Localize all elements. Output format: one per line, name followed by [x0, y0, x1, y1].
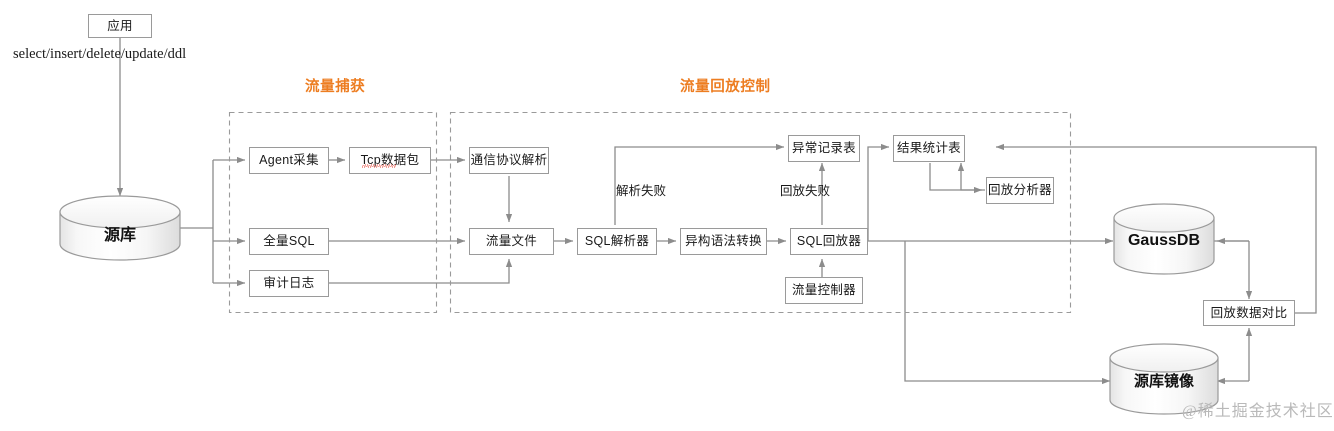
region-capture-outline	[228, 111, 438, 314]
datastore-gaussdb[interactable]: GaussDB	[1114, 218, 1214, 264]
node-audit-log[interactable]: 审计日志	[249, 270, 329, 297]
edge-label-replay-fail: 回放失败	[780, 184, 831, 198]
datastore-source-db-mirror[interactable]: 源库镜像	[1110, 358, 1218, 404]
source-db-mirror-shape	[1109, 343, 1219, 415]
node-sql-replayer[interactable]: SQL回放器	[790, 228, 868, 255]
node-syntax-convert[interactable]: 异构语法转换	[680, 228, 767, 255]
node-sql-parser[interactable]: SQL解析器	[577, 228, 657, 255]
node-app[interactable]: 应用	[88, 14, 152, 38]
node-replay-data-diff[interactable]: 回放数据对比	[1203, 300, 1295, 326]
region-replay-outline	[449, 111, 1072, 314]
node-exception-table[interactable]: 异常记录表	[788, 135, 860, 162]
node-tcp-packet-label: Tcp数据包	[360, 153, 420, 168]
node-agent-collect[interactable]: Agent采集	[249, 147, 329, 174]
source-db-shape	[59, 195, 181, 261]
node-replay-analyzer[interactable]: 回放分析器	[986, 177, 1054, 204]
node-traffic-file[interactable]: 流量文件	[469, 228, 554, 255]
node-protocol-parse[interactable]: 通信协议解析	[469, 147, 549, 174]
datastore-source-db[interactable]: 源库	[60, 212, 180, 260]
node-result-stats[interactable]: 结果统计表	[893, 135, 965, 162]
section-title-replay: 流量回放控制	[680, 79, 771, 95]
datastore-gaussdb-label: GaussDB	[1127, 232, 1201, 249]
label-query-types: select/insert/delete/update/ddl	[13, 46, 187, 62]
watermark: @稀土掘金技术社区	[1182, 403, 1334, 420]
datastore-source-db-label: 源库	[103, 227, 136, 244]
node-full-sql[interactable]: 全量SQL	[249, 228, 329, 255]
section-title-capture: 流量捕获	[305, 79, 366, 95]
spellcheck-underline-icon	[362, 164, 396, 168]
gaussdb-shape	[1113, 203, 1215, 275]
edge-label-parse-fail: 解析失败	[616, 184, 667, 198]
datastore-source-db-mirror-label: 源库镜像	[1133, 372, 1194, 390]
node-tcp-packet[interactable]: Tcp数据包	[349, 147, 431, 174]
node-traffic-control[interactable]: 流量控制器	[785, 277, 863, 304]
